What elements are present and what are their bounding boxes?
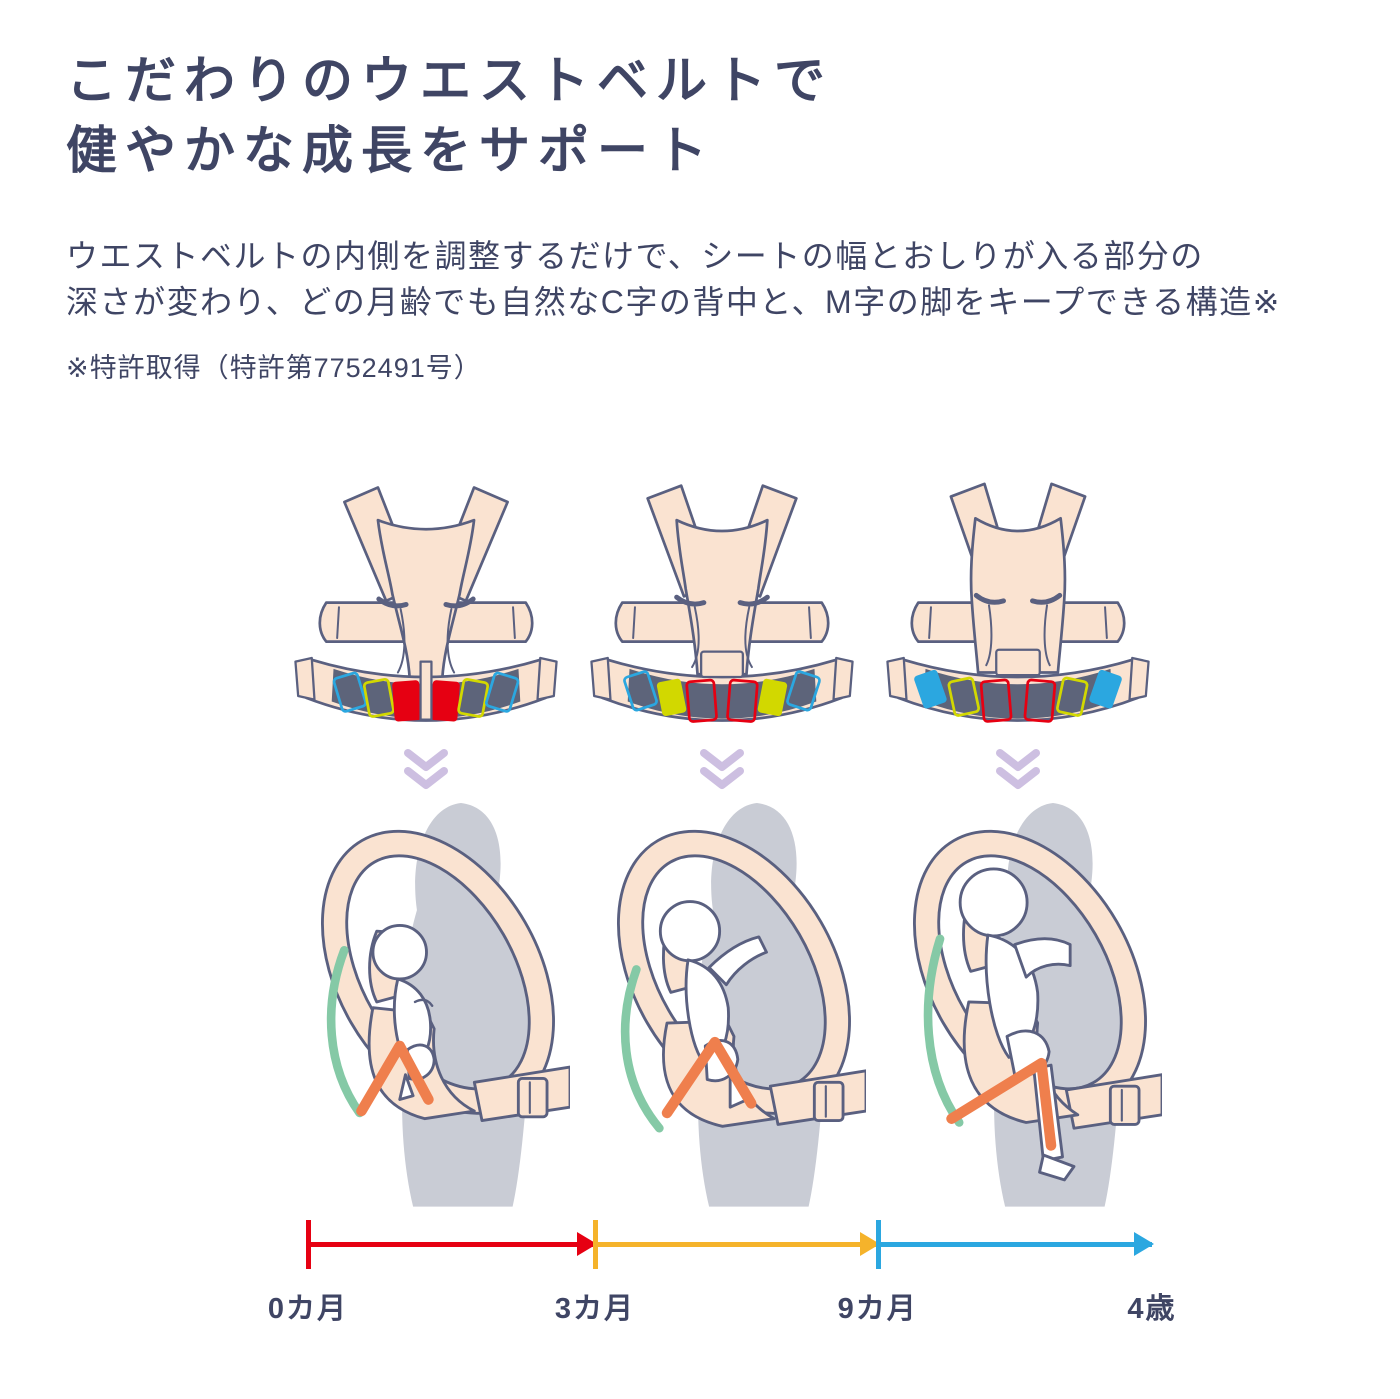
belt-tab-red-filled: [392, 679, 422, 722]
m-leg-line: [945, 1057, 1056, 1151]
center-stem: [419, 659, 433, 721]
belt-tab-red-filled: [430, 679, 460, 722]
timeline-label: 0カ月: [267, 1292, 349, 1325]
belt-tab-blue-outline: [484, 671, 520, 713]
buckle: [812, 1080, 844, 1122]
seat-adjust-panel: [995, 648, 1041, 676]
belt-band: [923, 668, 1113, 719]
belt-tab-yellow_green-filled: [656, 678, 687, 716]
m-leg-line: [661, 1036, 756, 1118]
carrier-front-view-toddler: [886, 482, 1150, 723]
c-curve-line: [620, 964, 664, 1133]
double-chevron-down-icon: [404, 748, 448, 789]
belt-tab-yellow_green-filled: [757, 678, 788, 716]
baby-head: [370, 923, 428, 980]
carrier-side-cell-2: [574, 795, 870, 1207]
belt-tabs: [332, 671, 520, 722]
heading-line-2: 健やかな成長をサポート: [66, 122, 716, 180]
baby-foot: [397, 1072, 415, 1101]
timeline-segment: [306, 1220, 597, 1270]
timeline-labels: 0カ月 3カ月 9カ月 4歳: [268, 1285, 1175, 1325]
description-line-1: ウエストベルトの内側を調整するだけで、シートの幅とおしりが入る部分の: [66, 237, 1204, 274]
belt-tab-yellow_green-outline: [1055, 676, 1089, 717]
description-line-2: 深さが変わり、どの月齢でも自然なC字の背中と、M字の脚をキープできる構造※: [66, 284, 1281, 321]
baby-head: [958, 867, 1029, 937]
belt-tab-red-outline: [979, 678, 1013, 723]
carrier-front-cell-2: [574, 473, 870, 745]
belt-tab-yellow_green-outline: [457, 677, 490, 718]
double-chevron-down-icon: [996, 748, 1040, 789]
body-panel: [969, 516, 1067, 674]
carrier-front-cell-1: [278, 473, 574, 745]
description-text: ウエストベルトの内側を調整するだけで、シートの幅とおしりが入る部分の 深さが変わ…: [66, 233, 1340, 326]
belt-tab-blue-filled: [1089, 669, 1122, 709]
buckle: [1108, 1084, 1140, 1126]
seat-adjust-panel: [700, 650, 744, 678]
belt-tab-blue-outline: [623, 669, 658, 711]
growth-support-diagram: 0カ月 3カ月 9カ月 4歳: [0, 473, 1400, 1325]
timeline-segment: [592, 1220, 880, 1270]
carrier-front-view-newborn: [294, 485, 558, 722]
c-curve-line: [923, 934, 963, 1127]
patent-note: ※特許取得（特許第7752491号）: [66, 352, 482, 383]
belt-tab-blue-outline: [332, 671, 368, 713]
baby-foot: [1037, 1153, 1075, 1181]
baby-head: [658, 899, 721, 962]
baby-arm: [707, 934, 768, 986]
belt-tabs: [914, 669, 1122, 723]
carrier-front-cell-3: [870, 473, 1166, 745]
timeline-segment: [875, 1220, 1155, 1270]
timeline-label: 9カ月: [837, 1292, 918, 1325]
belt-tab-red-outline: [685, 678, 718, 723]
carrier-side-view-toddler: [912, 802, 1162, 1207]
timeline-track: [306, 1220, 1155, 1270]
carrier-side-row: [22, 795, 1400, 1207]
belt-tab-blue-filled: [914, 669, 947, 709]
belt-tab-red-outline: [1023, 678, 1057, 723]
carrier-front-row: [22, 473, 1400, 745]
timeline-label: 3カ月: [554, 1292, 636, 1325]
belt-tab-yellow_green-outline: [362, 677, 395, 718]
double-chevron-down-icon: [700, 748, 744, 789]
c-curve-line: [326, 945, 364, 1117]
intro-text-block: こだわりのウエストベルトで 健やかな成長をサポート ウエストベルトの内側を調整す…: [0, 0, 1400, 385]
m-leg-line: [355, 1040, 434, 1116]
heading-line-1: こだわりのウエストベルトで: [66, 52, 834, 109]
belt-tabs: [623, 669, 821, 723]
belt-tab-yellow_green-outline: [947, 676, 981, 717]
buckle: [516, 1076, 548, 1118]
belt-tab-red-outline: [726, 678, 759, 723]
body-panel: [376, 518, 476, 679]
carrier-side-cell-1: [278, 795, 574, 1207]
carrier-side-cell-3: [870, 795, 1166, 1207]
carrier-side-view-newborn: [320, 802, 570, 1207]
page-heading: こだわりのウエストベルトで 健やかな成長をサポート: [66, 46, 1340, 187]
carrier-front-view-middle: [590, 483, 854, 723]
timeline-label: 4歳: [1127, 1292, 1177, 1325]
belt-tab-blue-outline: [786, 669, 821, 711]
baby-arm: [1012, 936, 1072, 979]
chevron-row: [22, 745, 1400, 795]
carrier-side-view-middle: [616, 802, 866, 1207]
